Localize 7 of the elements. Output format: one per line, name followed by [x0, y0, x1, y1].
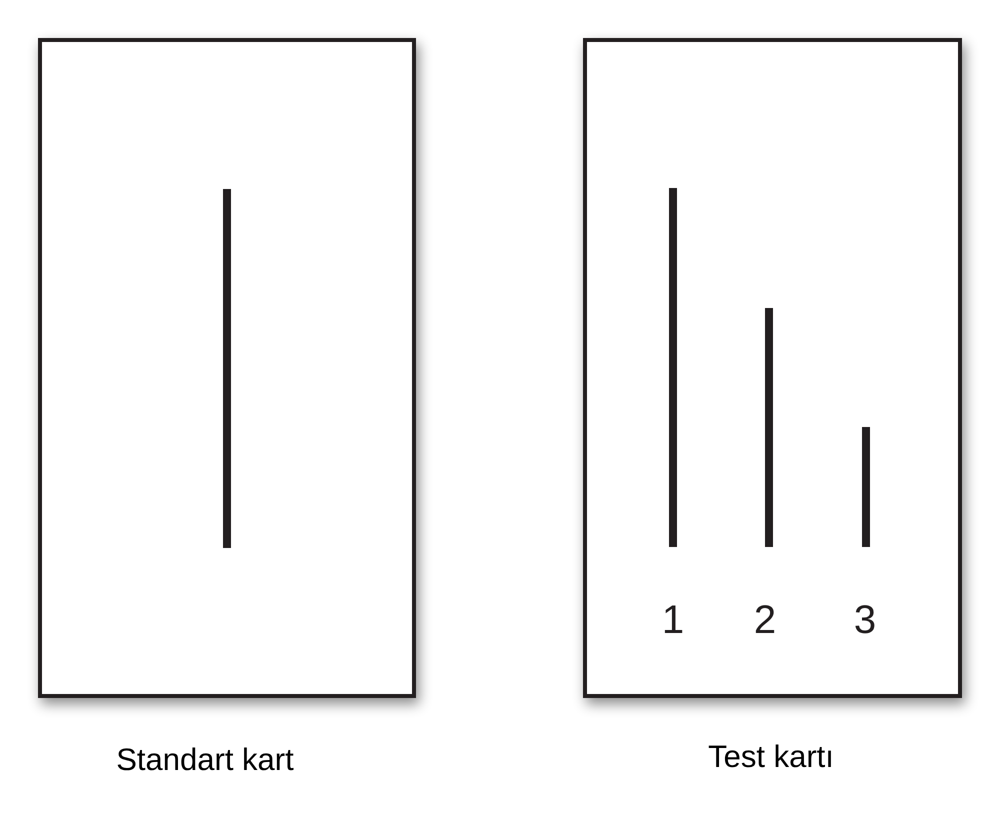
card — [38, 38, 416, 698]
card-caption: Standart kart — [116, 742, 294, 778]
line-number: 2 — [754, 600, 776, 640]
card — [583, 38, 962, 698]
line-number: 1 — [662, 600, 684, 640]
card-caption: Test kartı — [708, 740, 834, 774]
line-number: 3 — [854, 600, 876, 640]
